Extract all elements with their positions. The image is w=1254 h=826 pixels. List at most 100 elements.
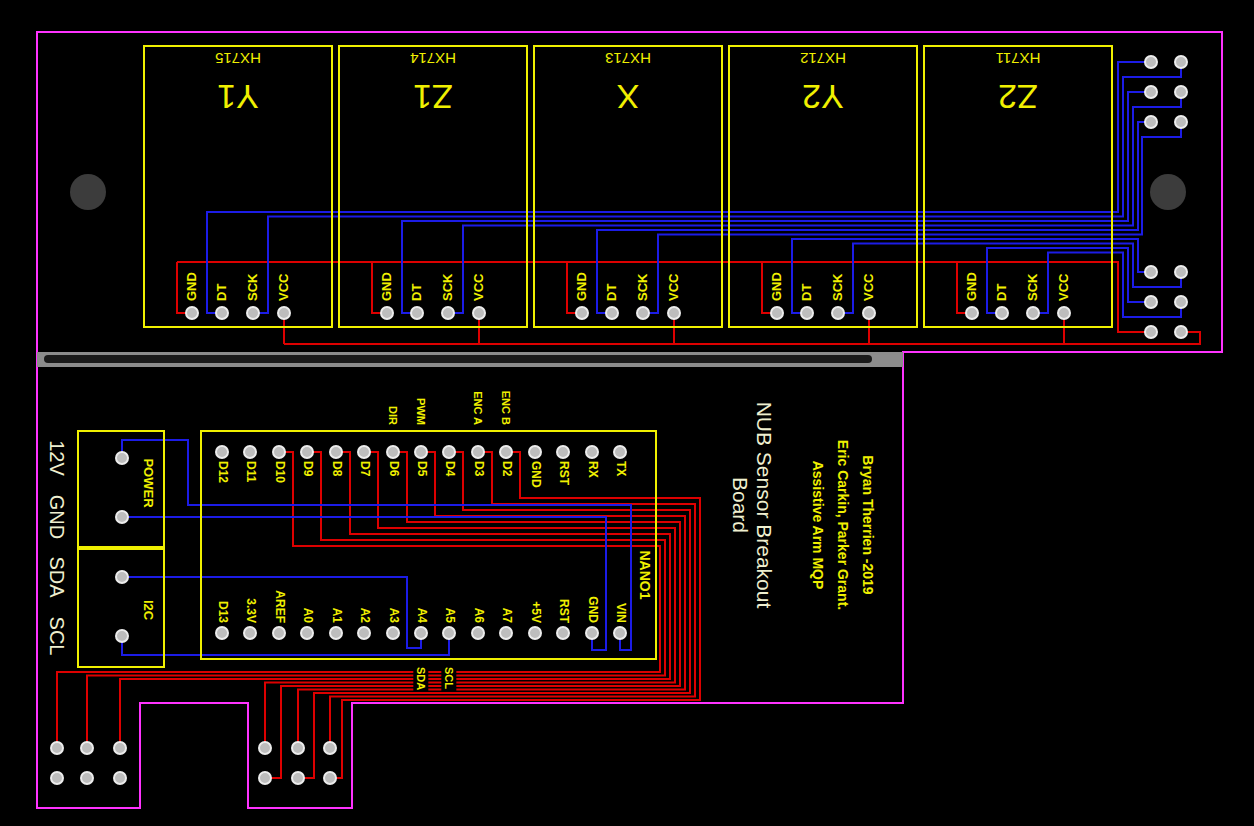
pin-name: GND (585, 596, 599, 623)
board-slot (37, 352, 903, 367)
pad (216, 627, 228, 639)
pad (443, 446, 455, 458)
credit-note: Assistive Arm MQP (810, 461, 826, 590)
dt-trace (207, 62, 1151, 313)
board-title: NUB Sensor Breakout Board (728, 395, 776, 615)
pad (1175, 266, 1187, 278)
pin-name: VCC (862, 274, 877, 301)
pin-name: DT (995, 284, 1010, 301)
sck-trace (1033, 253, 1181, 318)
pads (51, 56, 1187, 784)
gnd-trace (200, 517, 606, 650)
signal-trace (87, 452, 665, 748)
signal-trace (330, 452, 700, 778)
board-outline (37, 32, 1222, 808)
pin-name: GND (965, 272, 980, 301)
connector-box: I2C (77, 548, 165, 668)
trace-connector (165, 576, 200, 578)
pin-name: DT (215, 284, 230, 301)
pin-name: 3.3V (243, 598, 257, 623)
pad (324, 772, 336, 784)
pad (259, 772, 271, 784)
pad (606, 307, 618, 319)
pad (801, 307, 813, 319)
pad (473, 307, 485, 319)
pad (1145, 56, 1157, 68)
pin-name: D11 (243, 461, 257, 482)
pad (292, 742, 304, 754)
hx711-module: HX711Z2GNDDTSCKVCC (923, 45, 1113, 328)
pad (966, 307, 978, 319)
axis-label: Y1 (217, 76, 259, 115)
pin-name: VCC (667, 274, 682, 301)
slot-cutout (44, 355, 872, 363)
pad (247, 307, 259, 319)
pad (1058, 307, 1070, 319)
pad (387, 627, 399, 639)
pin-name: D10 (272, 461, 286, 483)
pad (1175, 116, 1187, 128)
axis-label: Z2 (998, 76, 1038, 115)
pin-name: A7 (499, 608, 513, 623)
pin-name: VCC (1057, 274, 1072, 301)
dt-trace (402, 92, 1151, 313)
pin-name: A3 (386, 608, 400, 623)
pad (500, 446, 512, 458)
pad (576, 307, 588, 319)
pin-name: AREF (272, 590, 286, 623)
pad (1175, 326, 1187, 338)
credit-note: Eric Carkin, Parker Grant. (835, 440, 851, 610)
pin-name: GND (380, 272, 395, 301)
pad (863, 307, 875, 319)
pad (771, 307, 783, 319)
axis-label: X (617, 76, 640, 115)
pad (216, 446, 228, 458)
pad (472, 627, 484, 639)
pad (442, 307, 454, 319)
signal-trace (265, 452, 675, 748)
pin-name: GND (575, 272, 590, 301)
pin-name: DT (410, 284, 425, 301)
pin-name: SCK (831, 274, 846, 301)
sck-trace (448, 92, 1181, 313)
dt-trace (987, 248, 1151, 313)
pin-name: A6 (471, 608, 485, 623)
pad (415, 446, 427, 458)
pad (324, 742, 336, 754)
hx711-module: HX714Z1GNDDTSCKVCC (338, 45, 528, 328)
pad (557, 446, 569, 458)
pad (1145, 326, 1157, 338)
pin-name: D3 (471, 461, 485, 476)
mount-hole (1150, 174, 1186, 210)
pad (330, 627, 342, 639)
pin-name: SCK (441, 274, 456, 301)
module-name: HX713 (605, 49, 651, 66)
pin-name: SCK (636, 274, 651, 301)
connector-name: POWER (141, 458, 156, 507)
signal-trace (57, 452, 660, 748)
pin-name: D5 (414, 461, 428, 476)
pin-name: GND (185, 272, 200, 301)
gnd-bus (177, 262, 1151, 332)
pin-name: SDA (45, 556, 68, 597)
pin-name: GND (528, 461, 542, 488)
pad (116, 511, 128, 523)
connector-name: I2C (141, 600, 156, 620)
sck-trace (838, 244, 1181, 314)
signal-trace (298, 452, 685, 748)
pad (116, 571, 128, 583)
pad (443, 627, 455, 639)
module-name: HX715 (215, 49, 261, 66)
pin-name: GND (45, 495, 68, 539)
pad (381, 307, 393, 319)
signal-trace (120, 452, 670, 748)
credit-note: Bryan Therrien -2019 (860, 455, 876, 594)
pin-name: D2 (499, 461, 513, 476)
pad (557, 627, 569, 639)
signal-name: SCL (442, 665, 457, 691)
pin-name: 12V (45, 440, 68, 476)
signal-trace (265, 452, 680, 778)
pin-name: A1 (329, 608, 343, 623)
